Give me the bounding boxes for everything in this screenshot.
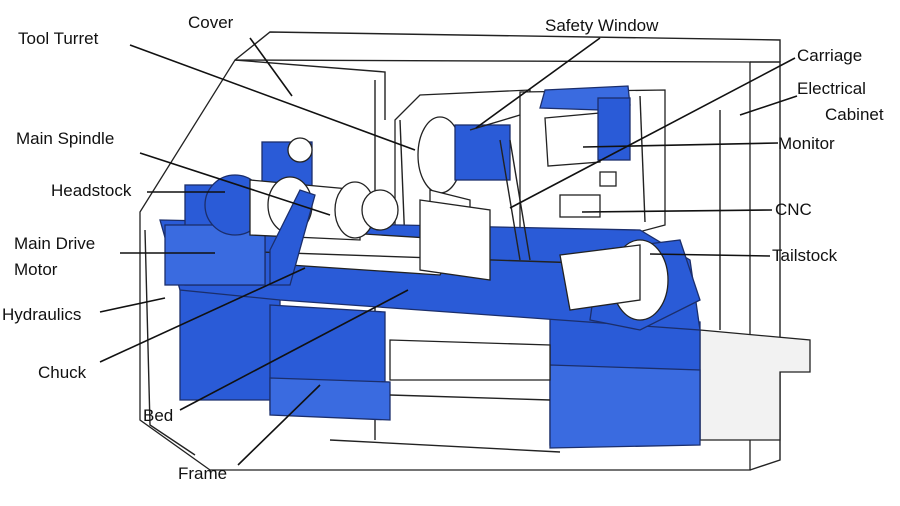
carriage bbox=[419, 139, 531, 281]
label-chuck: Chuck bbox=[38, 363, 87, 382]
label-cnc: CNC bbox=[775, 200, 812, 219]
leader-lines bbox=[99, 37, 798, 466]
leader-carriage bbox=[509, 57, 796, 209]
tailstock bbox=[559, 239, 701, 331]
leader-cnc bbox=[581, 209, 773, 213]
leader-tool-turret bbox=[129, 44, 416, 151]
label-safety-window: Safety Window bbox=[545, 16, 659, 35]
leader-hydraulics bbox=[99, 297, 166, 313]
label-hydraulics: Hydraulics bbox=[2, 305, 82, 324]
label-tailstock: Tailstock bbox=[772, 246, 838, 265]
label-electrical-cabinet-line2: Cabinet bbox=[825, 105, 884, 124]
label-carriage: Carriage bbox=[797, 46, 863, 65]
leader-monitor bbox=[582, 142, 779, 148]
label-cover: Cover bbox=[188, 13, 234, 32]
leader-safety-window bbox=[475, 37, 601, 129]
label-frame: Frame bbox=[178, 464, 228, 483]
leader-frame bbox=[237, 384, 321, 466]
label-monitor: Monitor bbox=[778, 134, 835, 153]
label-tool-turret: Tool Turret bbox=[18, 29, 99, 48]
leader-cover bbox=[249, 37, 293, 97]
cnc-control-panel bbox=[519, 85, 666, 246]
main-spindle bbox=[249, 137, 399, 286]
label-bed: Bed bbox=[143, 406, 174, 425]
leader-electrical-cabinet bbox=[739, 95, 798, 116]
leader-main-spindle bbox=[139, 152, 331, 216]
label-electrical-cabinet-line1: Electrical bbox=[797, 79, 866, 98]
label-headstock: Headstock bbox=[51, 181, 132, 200]
leader-chuck bbox=[99, 267, 306, 363]
leader-tailstock bbox=[649, 253, 771, 257]
label-main-drive-motor-line2: Motor bbox=[14, 260, 58, 279]
label-main-spindle: Main Spindle bbox=[16, 129, 115, 148]
label-main-drive-motor-line1: Main Drive bbox=[14, 234, 96, 253]
leader-bed bbox=[179, 289, 409, 411]
